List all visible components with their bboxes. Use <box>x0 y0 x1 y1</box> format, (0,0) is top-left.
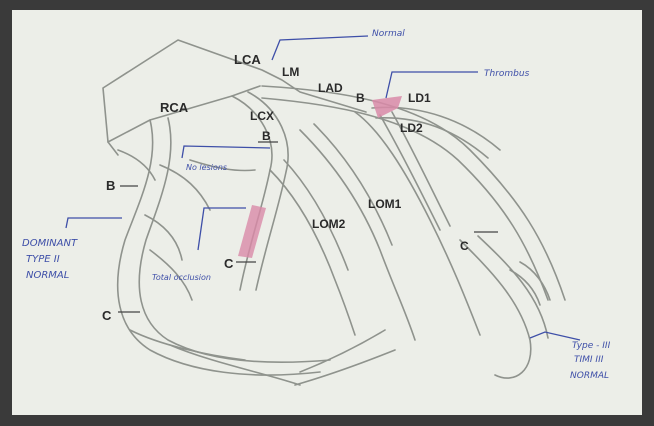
label-c-rca: C <box>102 308 112 323</box>
paper-sheet <box>12 10 642 415</box>
annotation-left-line3: NORMAL <box>26 270 69 281</box>
annotation-top-right-2: Thrombus <box>484 69 530 79</box>
label-lca: LCA <box>234 52 261 67</box>
annotation-center-bottom: Total occlusion <box>152 273 211 282</box>
label-lm: LM <box>282 65 299 79</box>
annotation-left-line2: TYPE II <box>26 254 60 265</box>
label-lcx: LCX <box>250 109 274 123</box>
annotation-right-line2: TIMI III <box>574 355 604 365</box>
annotation-mid: No lesions <box>186 163 227 172</box>
label-ld1: LD1 <box>408 91 431 105</box>
annotation-top-right-1: Normal <box>372 29 405 39</box>
label-ld2: LD2 <box>400 121 423 135</box>
label-lom1: LOM1 <box>368 197 402 211</box>
label-b-lcx: B <box>262 129 271 143</box>
label-b-rca: B <box>106 178 115 193</box>
annotation-right-line1: Type - III <box>572 341 611 351</box>
label-c-lad: C <box>460 239 469 253</box>
annotation-left-line1: DOMINANT <box>22 238 78 249</box>
label-lom2: LOM2 <box>312 217 346 231</box>
label-b-lad: B <box>356 91 365 105</box>
label-c-lcx: C <box>224 256 234 271</box>
annotation-right-line3: NORMAL <box>570 371 609 381</box>
label-lad: LAD <box>318 81 343 95</box>
label-rca: RCA <box>160 100 189 115</box>
